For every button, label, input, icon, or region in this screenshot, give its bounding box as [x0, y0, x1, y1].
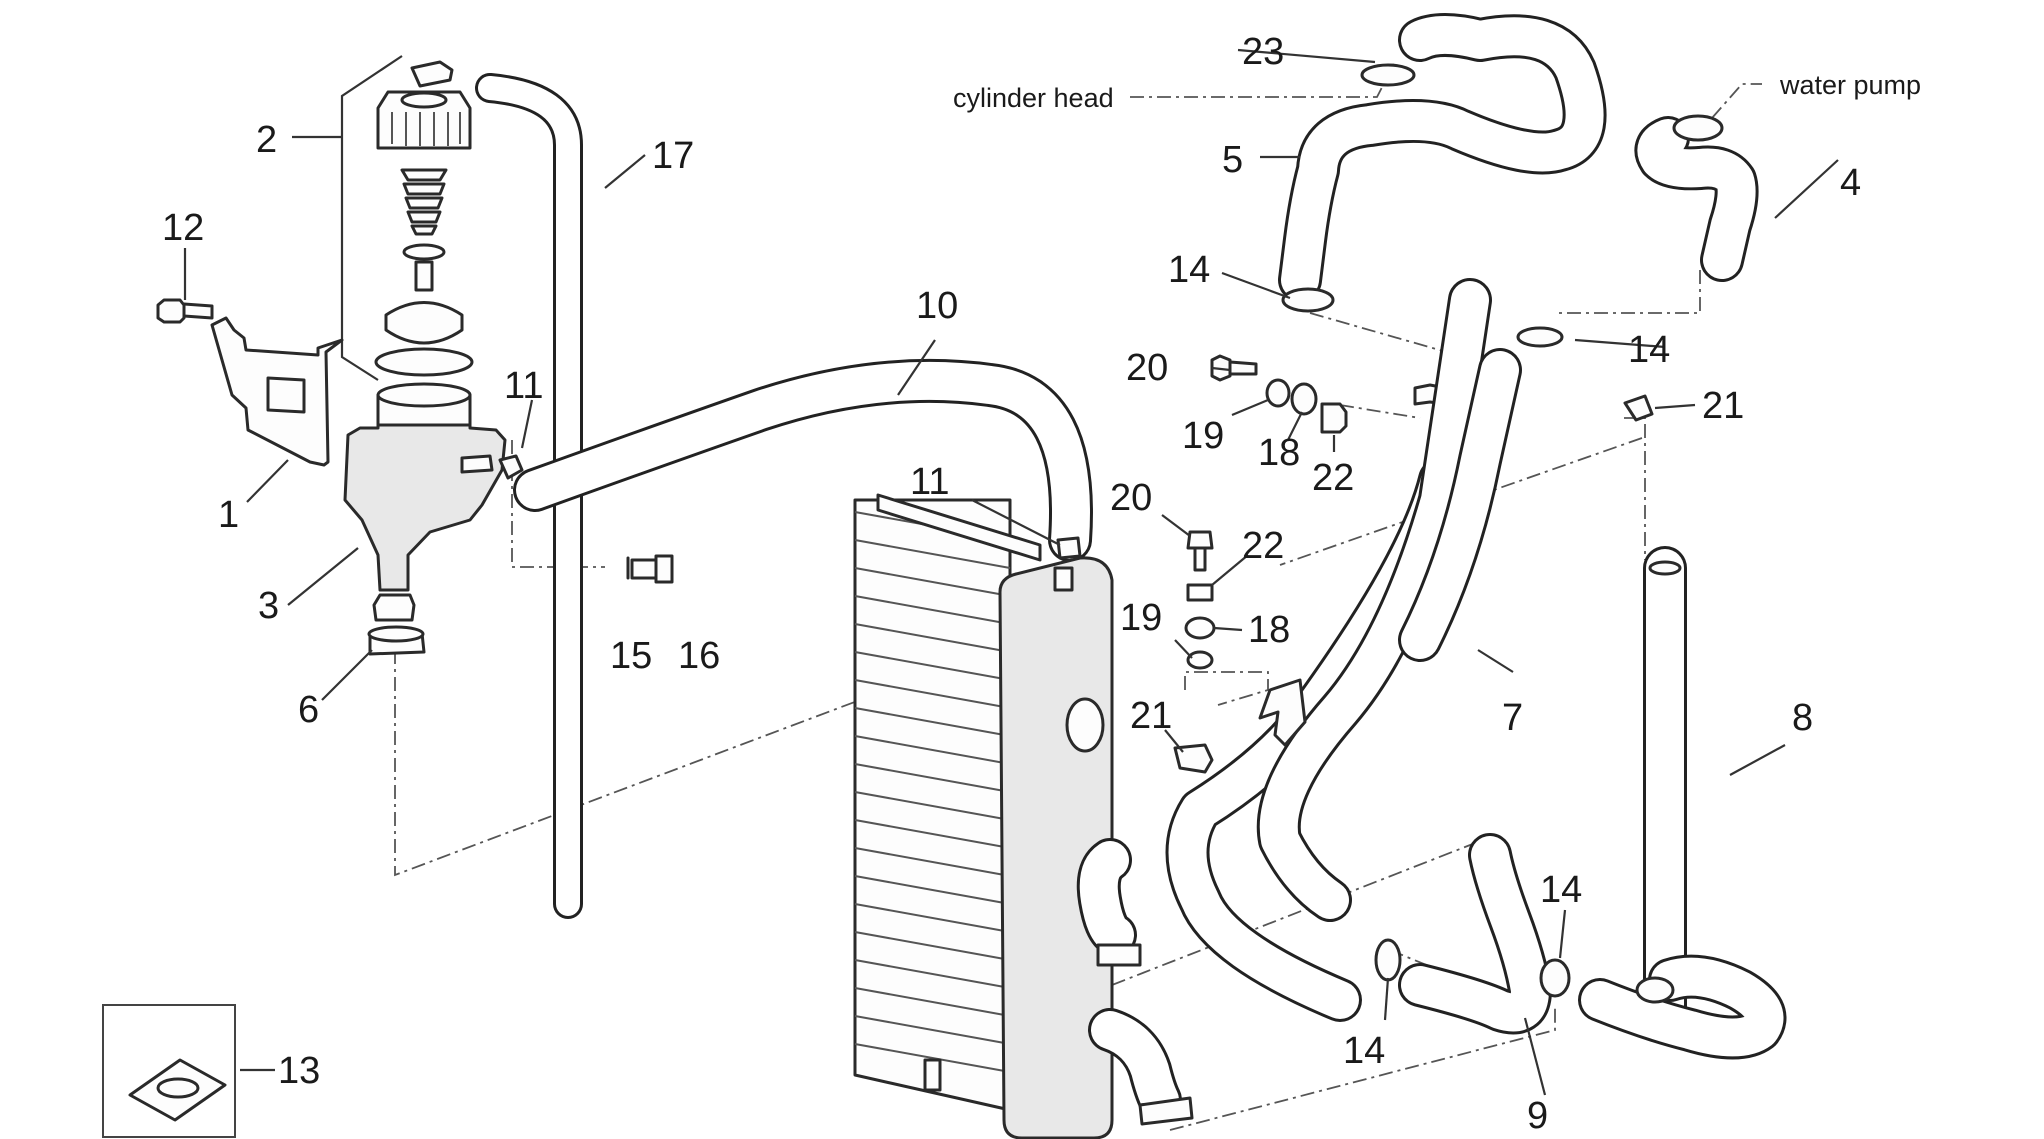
water-pump-label: water pump	[1779, 70, 1921, 100]
clip-21-lower	[1173, 743, 1214, 774]
clip-21-upper	[1623, 394, 1654, 422]
callout-16: 16	[678, 635, 720, 677]
bolt-12	[156, 298, 186, 324]
callout-18-upper: 18	[1258, 432, 1300, 474]
washer-19-upper	[1265, 378, 1291, 408]
mounting-hardware-lower	[1173, 530, 1216, 774]
callout-6: 6	[298, 689, 319, 731]
callout-14-hose5: 14	[1168, 249, 1210, 291]
clamp-11-left	[498, 454, 524, 480]
expansion-tank-body	[343, 416, 507, 592]
tank-hose-stub	[460, 454, 494, 474]
valve-stem	[414, 260, 434, 292]
callout-4: 4	[1840, 162, 1861, 204]
spacer-22-upper	[1320, 402, 1348, 434]
cylinder-head-label: cylinder head	[953, 83, 1114, 113]
screw-16-washer-15	[626, 554, 674, 584]
grommet-18-lower	[1184, 616, 1216, 640]
hose-8	[1578, 546, 1787, 1060]
callout-11-radiator: 11	[910, 461, 949, 503]
bolt-20-lower	[1186, 530, 1214, 550]
callout-18-lower: 18	[1248, 609, 1290, 651]
callout-20-lower: 20	[1110, 477, 1152, 519]
callout-7: 7	[1502, 697, 1523, 739]
grommet-18-upper	[1290, 382, 1318, 416]
callout-5: 5	[1222, 139, 1243, 181]
callout-2: 2	[256, 119, 277, 161]
clamp-14-hose5	[1281, 287, 1335, 313]
expansion-tank-assembly	[156, 55, 524, 656]
callout-21-upper: 21	[1702, 385, 1744, 427]
seal-ring	[374, 347, 474, 377]
callout-14-pipe: 14	[1628, 329, 1670, 371]
overflow-hose-17	[475, 73, 583, 919]
clamp-14-hose9-right	[1539, 958, 1571, 998]
leader-lines	[183, 48, 1839, 1096]
clamp-23	[1360, 63, 1416, 87]
callout-23: 23	[1242, 31, 1284, 73]
hose-4	[1634, 114, 1759, 282]
callout-22-lower: 22	[1242, 525, 1284, 567]
hose-10	[513, 358, 1093, 562]
cap-tab	[410, 60, 454, 88]
washer	[402, 243, 446, 261]
clamp-upper-outlet	[1096, 943, 1142, 967]
clamp-11-right	[1056, 536, 1082, 560]
callout-19-lower: 19	[1120, 597, 1162, 639]
callout-9: 9	[1527, 1095, 1548, 1137]
callout-17: 17	[652, 135, 694, 177]
callout-10: 10	[916, 285, 958, 327]
callout-21-lower: 21	[1130, 695, 1172, 737]
callout-15: 15	[610, 635, 652, 677]
clamp-lower-outlet	[1138, 1096, 1194, 1126]
cap-spring	[400, 168, 448, 236]
radiator	[853, 493, 1194, 1139]
pipe-bracket	[1258, 678, 1307, 747]
part-13-inset	[102, 1004, 236, 1138]
valve-body	[384, 301, 464, 345]
clamp-14-pipe-top	[1516, 326, 1564, 348]
washer-19-lower	[1186, 650, 1214, 670]
clamp-14-hose9-left	[1374, 938, 1402, 982]
hose-7	[1165, 278, 1564, 1022]
callout-3: 3	[258, 585, 279, 627]
callout-13: 13	[278, 1050, 320, 1092]
callout-14-hose9-left: 14	[1343, 1030, 1385, 1072]
tank-outlet	[372, 593, 416, 622]
callout-14-hose9-right: 14	[1540, 869, 1582, 911]
callout-19-upper: 19	[1182, 415, 1224, 457]
callout-1: 1	[218, 494, 239, 536]
spacer-22-lower	[1186, 583, 1214, 602]
cap-top-ring	[400, 91, 448, 109]
callout-22-upper: 22	[1312, 457, 1354, 499]
clamp-hose8	[1635, 976, 1675, 1004]
hose-5	[1278, 13, 1607, 313]
callout-11-tank: 11	[504, 365, 543, 407]
callout-8: 8	[1792, 697, 1813, 739]
callout-20-upper: 20	[1126, 347, 1168, 389]
clamp-water-pump	[1672, 114, 1724, 142]
callout-12: 12	[162, 207, 204, 249]
radiator-filler	[1065, 697, 1105, 753]
